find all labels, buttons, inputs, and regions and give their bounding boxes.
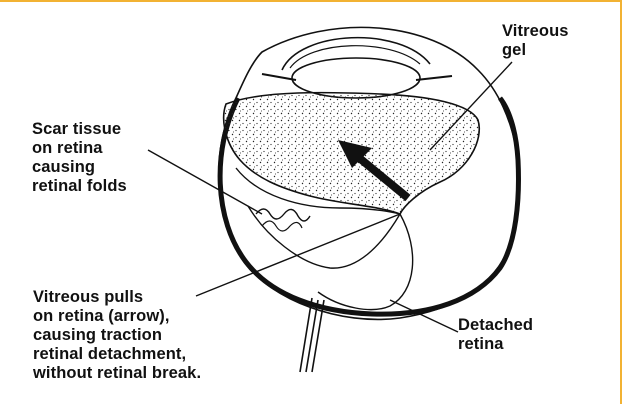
iris-left [262, 74, 296, 80]
scar-folds [256, 209, 310, 221]
label-vitreous-gel: Vitreous gel [502, 22, 569, 60]
iris-right [416, 76, 452, 80]
label-detached-retina: Detached retina [458, 316, 533, 354]
scar-folds-2 [262, 221, 302, 231]
label-scar-tissue: Scar tissue on retina causing retinal fo… [32, 120, 127, 196]
label-vitreous-pulls: Vitreous pulls on retina (arrow), causin… [33, 288, 201, 383]
